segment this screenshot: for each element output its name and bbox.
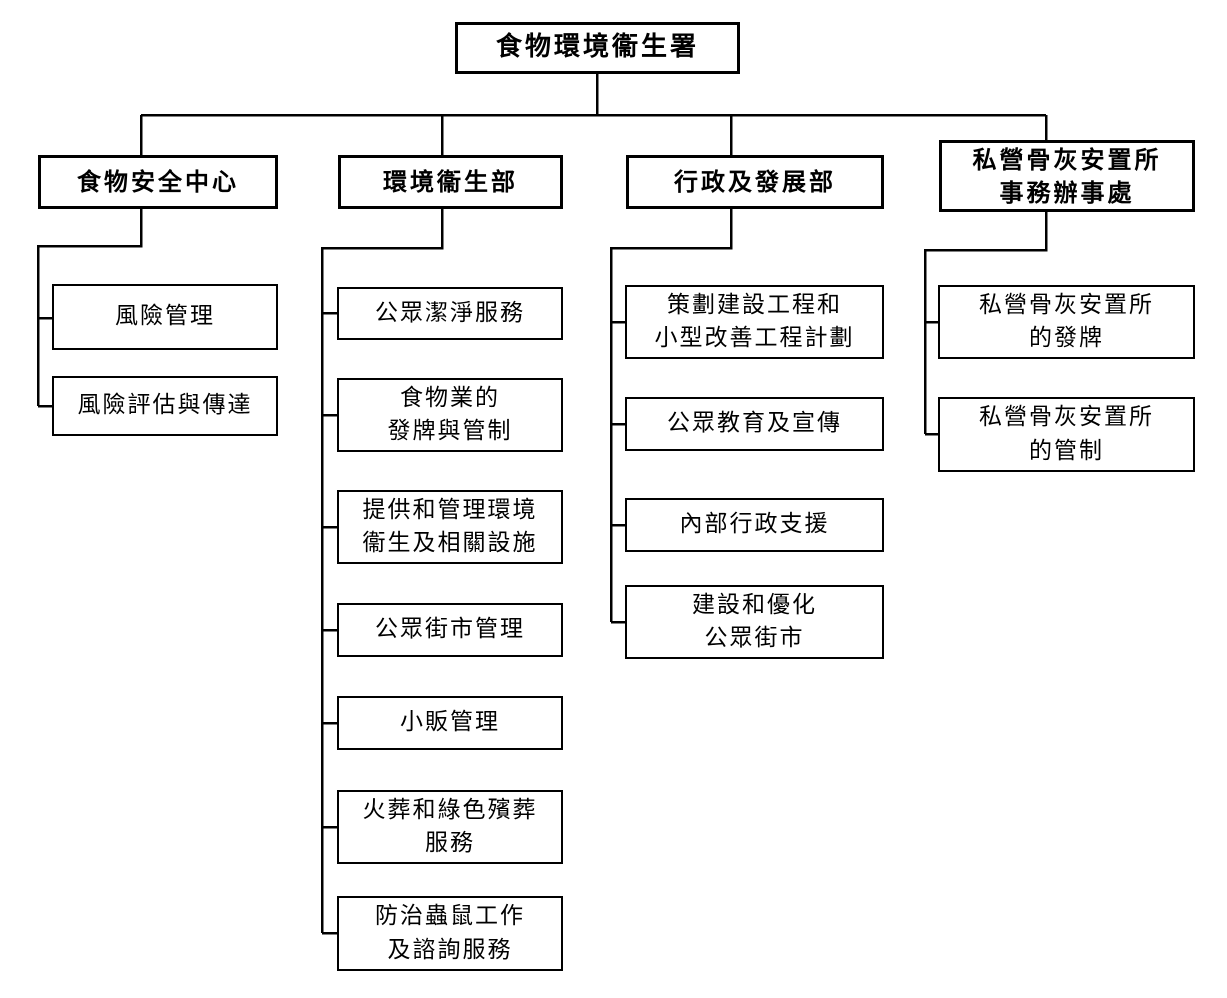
box-fehd-root: 食物環境衞生署: [455, 22, 740, 74]
box-public-education-publicity: 公眾教育及宣傳: [625, 397, 884, 451]
box-public-cleansing-services: 公眾潔淨服務: [337, 287, 563, 340]
box-private-columbaria-licensing: 私營骨灰安置所 的發牌: [938, 285, 1195, 359]
box-administration-development-branch: 行政及發展部: [626, 155, 884, 209]
box-environmental-hygiene-branch: 環境衞生部: [338, 155, 563, 209]
box-private-columbaria-control: 私營骨灰安置所 的管制: [938, 397, 1195, 472]
box-pest-control-advisory-services: 防治蟲鼠工作 及諮詢服務: [337, 896, 563, 971]
box-risk-assessment-communication: 風險評估與傳達: [52, 376, 278, 436]
box-food-business-licensing-control: 食物業的 發牌與管制: [337, 378, 563, 452]
box-cremation-green-burial-services: 火葬和綠色殯葬 服務: [337, 790, 563, 864]
box-environmental-hygiene-facilities: 提供和管理環境 衞生及相關設施: [337, 490, 563, 564]
box-internal-administrative-support: 內部行政支援: [625, 498, 884, 552]
box-public-markets-management: 公眾街市管理: [337, 603, 563, 657]
box-public-market-construction-improvement: 建設和優化 公眾街市: [625, 585, 884, 659]
box-capital-minor-works-planning: 策劃建設工程和 小型改善工程計劃: [625, 285, 884, 359]
box-hawker-management: 小販管理: [337, 696, 563, 750]
box-private-columbaria-affairs-office: 私營骨灰安置所 事務辦事處: [939, 140, 1195, 212]
box-centre-for-food-safety: 食物安全中心: [38, 155, 278, 209]
box-risk-management: 風險管理: [52, 284, 278, 350]
